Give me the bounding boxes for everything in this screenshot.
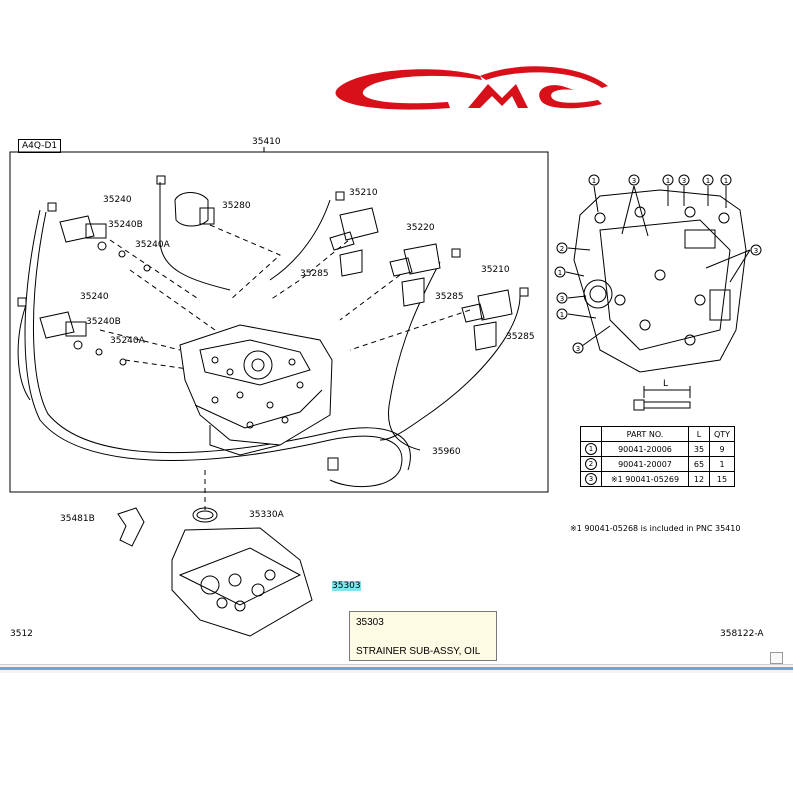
figure-number-right: 358122-A [720,629,764,639]
scroll-arrow-button[interactable] [770,652,783,664]
length-cell: 35 [688,441,710,457]
svg-text:1: 1 [706,177,710,185]
svg-text:1: 1 [666,177,670,185]
table-row: 2 90041-20007 65 1 [580,456,735,472]
part-label-35240[interactable]: 35240 [103,195,132,205]
frame-part-label: 35410 [252,137,281,147]
callout-marker: 3 [628,174,640,186]
callout-marker: 3 [750,244,762,256]
callout-marker: 3 [556,292,568,304]
callout-marker: 1 [702,174,714,186]
row-mark-cell: 1 [580,441,602,457]
qty-cell: 9 [709,441,735,457]
callout-marker: 1 [720,174,732,186]
svg-text:1: 1 [724,177,728,185]
qty-cell: 15 [709,471,735,487]
part-no-cell: ※1 90041-05269 [601,471,689,487]
part-label-35960[interactable]: 35960 [432,447,461,457]
part-no-cell: 90041-20007 [601,456,689,472]
svg-text:3: 3 [632,177,636,185]
qty-cell: 1 [709,456,735,472]
length-cell: 65 [688,456,710,472]
svg-text:3: 3 [754,247,758,255]
circled-number: 1 [585,443,597,455]
part-label-35240b[interactable]: 35240B [86,317,121,327]
table-row: 3 ※1 90041-05269 12 15 [580,471,735,487]
table-header-row: PART NO. L QTY [580,426,735,442]
part-label-35240[interactable]: 35240 [80,292,109,302]
table-header-l: L [688,426,710,442]
callout-marker: 3 [572,342,584,354]
callout-marker: 1 [662,174,674,186]
part-label-35481b[interactable]: 35481B [60,514,95,524]
logo-swoosh-icon [335,66,608,110]
part-no-cell: 90041-20006 [601,441,689,457]
length-cell: 12 [688,471,710,487]
part-label-35303-highlighted[interactable]: 35303 [332,581,361,591]
footnote: ※1 90041-05268 is included in PNC 35410 [570,524,741,533]
part-tooltip: 35303 STRAINER SUB-ASSY, OIL [349,611,497,661]
exploded-parts-diagram: 1 3 1 3 1 1 2 1 3 1 3 3 [9,147,762,637]
callout-marker: 1 [556,308,568,320]
part-label-35285[interactable]: 35285 [435,292,464,302]
svg-text:3: 3 [576,345,580,353]
bolt-length-label: L [663,379,669,389]
part-label-35240b[interactable]: 35240B [108,220,143,230]
callout-marker: 1 [554,266,566,278]
svg-text:3: 3 [682,177,686,185]
scrollbar-thumb[interactable] [0,667,793,670]
svg-text:1: 1 [558,269,562,277]
svg-text:2: 2 [560,245,564,253]
part-label-35280[interactable]: 35280 [222,201,251,211]
part-label-35330a[interactable]: 35330A [249,510,284,520]
figure-number-left: 3512 [10,629,33,639]
part-label-35285[interactable]: 35285 [506,332,535,342]
callout-marker: 3 [678,174,690,186]
table-row: 1 90041-20006 35 9 [580,441,735,457]
callout-marker: 2 [556,242,568,254]
table-header-part-no: PART NO. [601,426,689,442]
part-label-35240a[interactable]: 35240A [110,336,145,346]
table-header-qty: QTY [709,426,735,442]
part-label-35240a[interactable]: 35240A [135,240,170,250]
circled-number: 3 [585,473,597,485]
cmc-logo [330,62,610,122]
part-label-35285[interactable]: 35285 [300,269,329,279]
svg-text:1: 1 [560,311,564,319]
bolt-spec-table: PART NO. L QTY 1 90041-20006 35 9 2 9004… [580,426,735,487]
part-label-35210[interactable]: 35210 [481,265,510,275]
tooltip-part-name: STRAINER SUB-ASSY, OIL [356,646,481,657]
circled-number: 2 [585,458,597,470]
row-mark-cell: 2 [580,456,602,472]
part-label-35220[interactable]: 35220 [406,223,435,233]
callout-marker: 1 [588,174,600,186]
svg-text:1: 1 [592,177,596,185]
row-mark-cell: 3 [580,471,602,487]
tooltip-part-number: 35303 [356,617,384,628]
part-label-35210[interactable]: 35210 [349,188,378,198]
table-header-mark [580,426,602,442]
svg-text:3: 3 [560,295,564,303]
